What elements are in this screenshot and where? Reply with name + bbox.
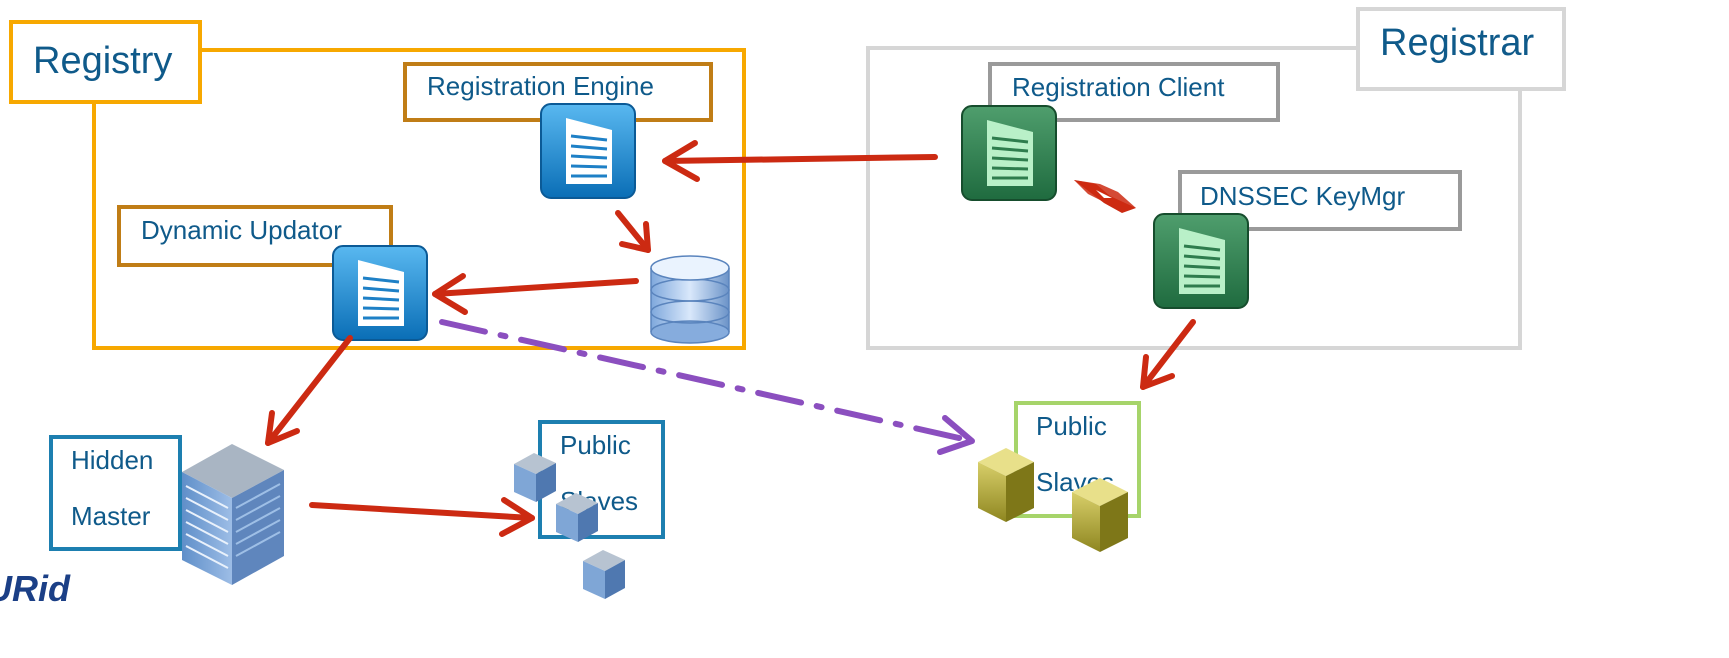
hidden-master-line2: Master: [71, 501, 151, 531]
hidden-master-label: Hidden Master: [49, 435, 182, 551]
arrow-updator-to-hidden-master: [265, 335, 353, 446]
small-building-icon: [514, 453, 556, 502]
dnssec-keymgr-server-icon: [1153, 213, 1249, 309]
hidden-master-building-icon: [182, 444, 284, 585]
dynamic-update-dashdot-arrow: [439, 319, 975, 455]
registration-client-server-icon: [961, 105, 1057, 201]
urid-logo: URid: [0, 568, 70, 610]
arrow-keymgr-to-public-slaves: [1140, 319, 1196, 390]
arrow-database-to-updator: [432, 273, 639, 315]
arrow-engine-to-database: [615, 210, 651, 253]
arrow-client-to-engine: [662, 140, 938, 182]
arrow-hidden-master-to-public-slaves: [309, 497, 535, 537]
public-slaves-left-building-icons: [514, 453, 625, 599]
registrar-container: [866, 46, 1522, 350]
red-arrows: [265, 140, 1196, 537]
urid-logo-text: URid: [0, 568, 70, 609]
public-slaves-left-line1: Public: [560, 430, 631, 460]
registry-title: Registry: [9, 20, 202, 104]
public-slaves-right-server-icons: [978, 448, 1128, 552]
registry-container: [92, 48, 746, 350]
small-building-icon: [556, 493, 598, 542]
small-building-icon: [583, 550, 625, 599]
public-slaves-right-line1: Public: [1036, 411, 1107, 441]
dynamic-updator-server-icon: [332, 245, 428, 341]
hidden-master-line1: Hidden: [71, 445, 154, 475]
gold-server-icon: [978, 448, 1034, 522]
gold-server-icon: [1072, 478, 1128, 552]
key-exchange-double-arrow: [1074, 180, 1136, 213]
registration-engine-server-icon: [540, 103, 636, 199]
registrar-title: Registrar: [1356, 7, 1566, 91]
database-icon: [650, 255, 730, 344]
